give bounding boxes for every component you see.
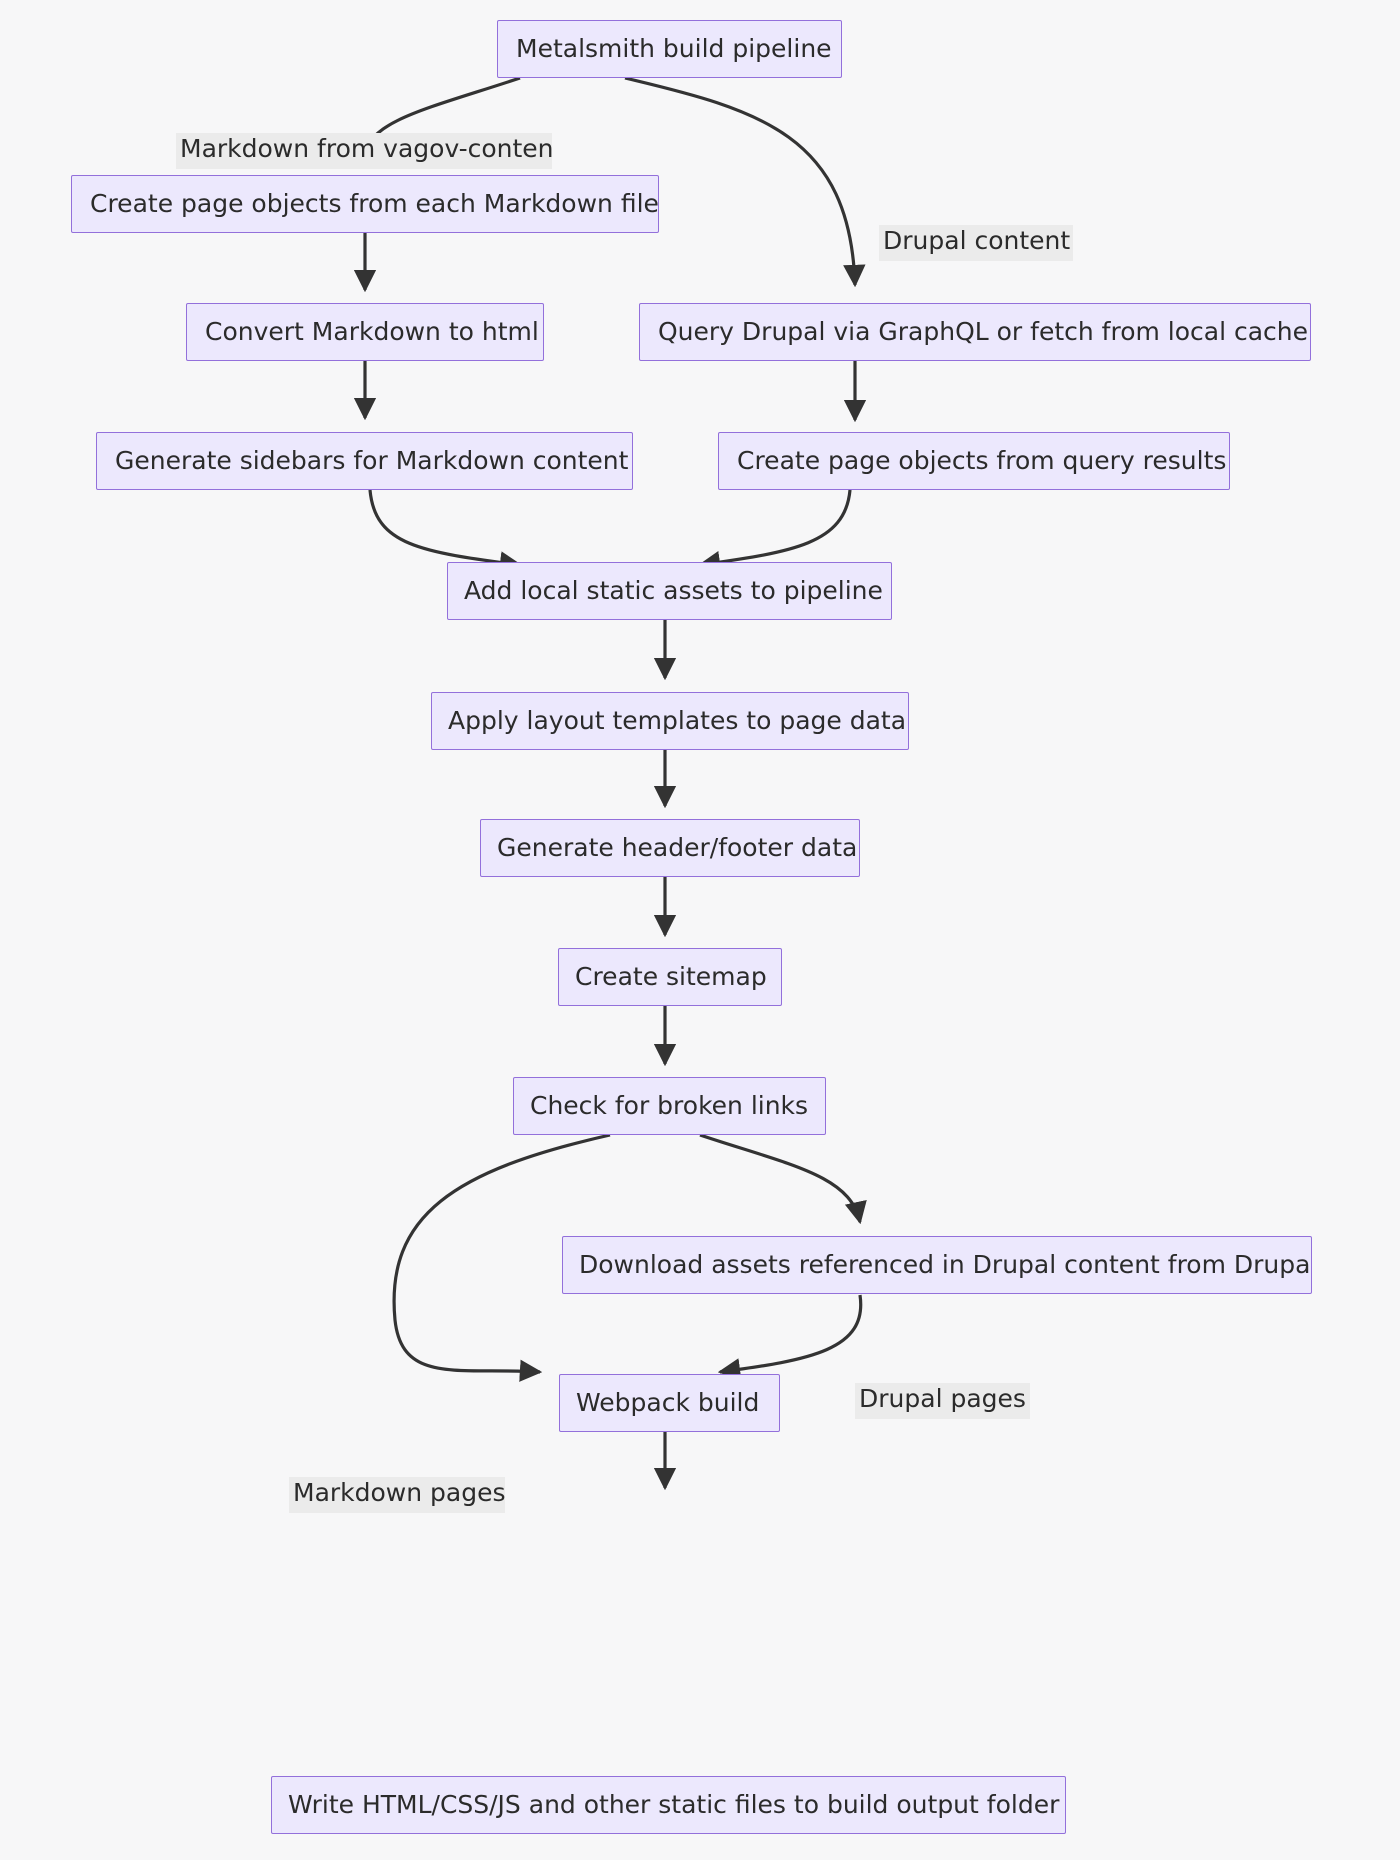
edge-label-markdown-from-vagov-content: Markdown from vagov-content — [176, 133, 552, 169]
edge-n11-n12 — [699, 1133, 867, 1225]
node-metalsmith-build-pipeline[interactable]: Metalsmith build pipeline — [497, 20, 842, 78]
edge-label-text: Markdown pages — [293, 1478, 505, 1507]
node-generate-header-footer-data[interactable]: Generate header/footer data — [480, 819, 860, 877]
node-apply-layout-templates[interactable]: Apply layout templates to page data — [431, 692, 909, 750]
edge-label-drupal-content: Drupal content — [879, 225, 1073, 261]
node-create-sitemap[interactable]: Create sitemap — [558, 948, 782, 1006]
node-create-page-objects-from-markdown[interactable]: Create page objects from each Markdown f… — [71, 175, 659, 233]
node-label: Add local static assets to pipeline — [464, 576, 883, 606]
node-label: Generate sidebars for Markdown content — [115, 446, 629, 476]
edge-label-text: Drupal pages — [859, 1384, 1026, 1413]
node-webpack-build[interactable]: Webpack build — [559, 1374, 780, 1432]
node-generate-sidebars[interactable]: Generate sidebars for Markdown content — [96, 432, 633, 490]
edge-label-text: Markdown from vagov-content — [180, 134, 552, 163]
edge-label-drupal-pages: Drupal pages — [855, 1383, 1030, 1419]
node-check-for-broken-links[interactable]: Check for broken links — [513, 1077, 826, 1135]
node-label: Query Drupal via GraphQL or fetch from l… — [658, 317, 1309, 347]
edge-label-text: Drupal content — [883, 226, 1071, 255]
edge-n4-n7 — [368, 489, 523, 574]
node-label: Apply layout templates to page data — [448, 706, 907, 736]
node-label: Download assets referenced in Drupal con… — [579, 1250, 1312, 1280]
node-add-local-static-assets[interactable]: Add local static assets to pipeline — [447, 562, 892, 620]
edge-n11-n13 — [392, 1133, 611, 1382]
node-label: Generate header/footer data — [497, 833, 858, 863]
node-write-build-output[interactable]: Write HTML/CSS/JS and other static files… — [271, 1776, 1066, 1834]
edge-label-markdown-pages: Markdown pages — [289, 1477, 505, 1513]
edge-n6-n7 — [697, 489, 852, 574]
node-create-page-objects-from-query[interactable]: Create page objects from query results — [718, 432, 1230, 490]
node-label: Webpack build — [576, 1388, 760, 1418]
node-download-drupal-assets[interactable]: Download assets referenced in Drupal con… — [562, 1236, 1312, 1294]
node-label: Check for broken links — [530, 1091, 809, 1121]
node-query-drupal-graphql[interactable]: Query Drupal via GraphQL or fetch from l… — [639, 303, 1311, 361]
node-label: Metalsmith build pipeline — [516, 34, 832, 64]
node-convert-markdown-to-html[interactable]: Convert Markdown to html — [186, 303, 544, 361]
edge-n12-n13 — [717, 1294, 863, 1381]
node-label: Create page objects from each Markdown f… — [90, 189, 659, 219]
node-label: Create sitemap — [575, 962, 767, 992]
node-label: Convert Markdown to html — [205, 317, 539, 347]
node-label: Create page objects from query results — [737, 446, 1227, 476]
node-label: Write HTML/CSS/JS and other static files… — [288, 1790, 1060, 1820]
edge-n1-n5 — [624, 76, 866, 288]
